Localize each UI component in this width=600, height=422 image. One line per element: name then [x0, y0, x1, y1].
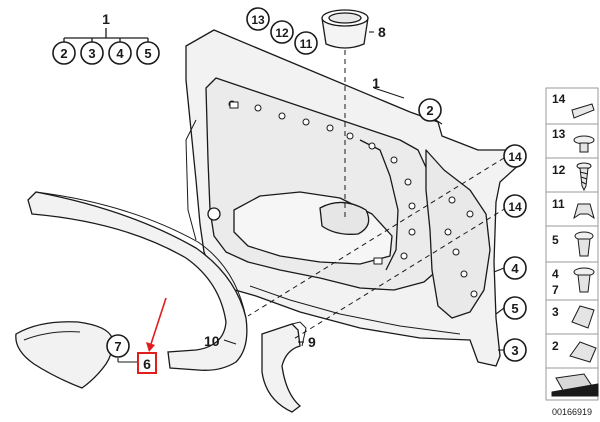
legend-4-label: 4	[552, 267, 559, 281]
callout-2[interactable]: 2	[418, 98, 442, 122]
screw-icon	[576, 162, 592, 192]
legend-item-4-7[interactable]: 4 7	[552, 267, 595, 297]
legend-item-14[interactable]: 14	[552, 92, 595, 119]
callout-14-lower-label: 14	[508, 200, 522, 214]
part-9-drawing	[261, 321, 307, 413]
legend-item-11[interactable]: 11	[552, 197, 595, 220]
callout-12-label: 12	[275, 26, 289, 40]
legend-item-2[interactable]: 2	[552, 339, 597, 363]
callout-3-label: 3	[511, 343, 518, 358]
pry-tool-icon	[551, 373, 599, 397]
callout-2-label: 2	[426, 103, 433, 118]
legend-5-label: 5	[552, 233, 559, 247]
spring-clip-icon	[571, 305, 595, 329]
part-10-drawing	[27, 191, 248, 371]
callout-14-upper-label: 14	[508, 150, 522, 164]
legend-7-label: 7	[552, 283, 559, 297]
callout-11-label: 11	[300, 37, 313, 51]
legend-item-12[interactable]: 12	[552, 162, 592, 192]
expanding-rivet-icon	[574, 231, 594, 257]
callout-12[interactable]: 12	[270, 20, 294, 44]
group-header-label: 1	[102, 11, 110, 27]
group-child-4[interactable]: 4	[108, 41, 132, 65]
callout-6-box	[137, 352, 157, 374]
group-child-2[interactable]: 2	[52, 41, 76, 65]
group-bracket	[63, 28, 149, 42]
tape-strip-icon	[571, 103, 595, 119]
callout-14-lower[interactable]: 14	[503, 194, 527, 218]
callout-9-label[interactable]: 9	[308, 334, 316, 350]
legend-12-label: 12	[552, 163, 566, 177]
group-child-5-label: 5	[144, 46, 151, 61]
part-6-drawing	[15, 321, 114, 389]
callout-6-label: 6	[143, 356, 151, 372]
callout-3[interactable]: 3	[503, 338, 527, 362]
clip-nut-icon	[573, 203, 595, 220]
legend-13-label: 13	[552, 127, 566, 141]
callout-7-label: 7	[114, 339, 121, 354]
push-rivet-icon	[573, 135, 595, 153]
plastic-clip-icon	[573, 267, 595, 293]
legend-3-label: 3	[552, 305, 559, 319]
callout-10-label[interactable]: 10	[204, 333, 220, 349]
callout-1-label[interactable]: 1	[372, 75, 380, 91]
side-panel-drawing	[185, 29, 523, 367]
callout-8-label[interactable]: 8	[378, 24, 386, 40]
group-child-5[interactable]: 5	[136, 41, 160, 65]
callout-13[interactable]: 13	[246, 7, 270, 31]
legend-2-label: 2	[552, 339, 559, 353]
callout-14-upper[interactable]: 14	[503, 144, 527, 168]
reference-lines	[247, 50, 507, 341]
part-8-drawing	[321, 9, 369, 49]
sheet-clip-icon	[569, 341, 597, 363]
legend-11-label: 11	[552, 197, 565, 211]
callout-5-label: 5	[511, 301, 518, 316]
group-child-3-label: 3	[88, 46, 95, 61]
group-child-4-label: 4	[116, 46, 124, 61]
drawing-number: 00166919	[552, 407, 592, 417]
legend-item-5[interactable]: 5	[552, 231, 594, 257]
callout-7[interactable]: 7	[106, 334, 130, 358]
callout-5[interactable]: 5	[503, 296, 527, 320]
group-child-3[interactable]: 3	[80, 41, 104, 65]
callout-6-highlight[interactable]: 6	[137, 352, 157, 374]
group-child-2-label: 2	[60, 46, 67, 61]
red-pointer-arrow	[146, 297, 167, 352]
callout-4-label: 4	[511, 261, 519, 276]
legend-14-label: 14	[552, 92, 566, 106]
callout-13-label: 13	[251, 13, 265, 27]
callout-4[interactable]: 4	[503, 256, 527, 280]
legend-item-3[interactable]: 3	[552, 305, 595, 329]
callout-11[interactable]: 11	[294, 31, 318, 55]
legend-item-13[interactable]: 13	[552, 127, 595, 153]
